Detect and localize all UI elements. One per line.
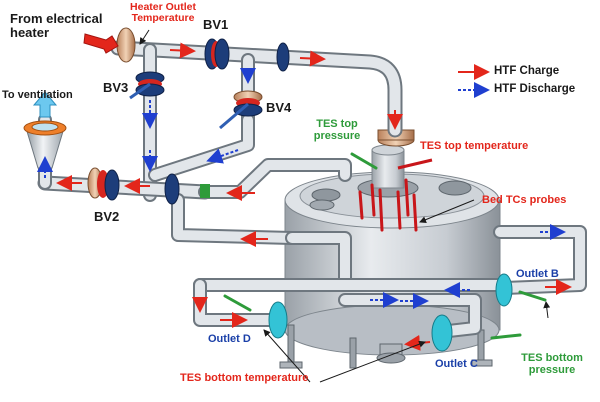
- discharge-arrows: [37, 68, 566, 309]
- bed-tc-probes: [358, 178, 418, 232]
- outlet-c-label: Outlet C: [435, 358, 478, 370]
- tes-top-pressure-label: TES top pressure: [313, 118, 361, 142]
- tes-top-temperature-label: TES top temperature: [420, 140, 529, 152]
- legend-charge-label: HTF Charge: [494, 65, 560, 77]
- bv3-valve: [129, 71, 165, 100]
- red-arrow-icon: [83, 33, 119, 54]
- bv2-label: BV2: [94, 209, 120, 224]
- outlet-d-flange: [268, 301, 288, 339]
- tes-top-temperature-probe: [397, 158, 433, 170]
- outlet-d-label: Outlet D: [208, 333, 251, 345]
- bv1-label: BV1: [203, 17, 229, 32]
- bv4-label: BV4: [266, 100, 292, 115]
- ventilation-funnel: [23, 120, 67, 169]
- bv3-label: BV3: [103, 80, 129, 95]
- pressure-sensors: [223, 152, 547, 340]
- charge-arrows: [56, 42, 572, 351]
- tes-bottom-temperature-label: TES bottom temperature: [180, 372, 309, 384]
- to-ventilation-label: To ventilation: [2, 89, 73, 101]
- bv2-valve: [87, 167, 210, 205]
- bv1-valve: [204, 38, 290, 72]
- callout-lines: [139, 29, 551, 383]
- bed-tcs-probes-label: Bed TCs probes: [482, 194, 567, 206]
- legend-discharge-label: HTF Discharge: [494, 83, 576, 95]
- outlet-b-label: Outlet B: [516, 268, 559, 280]
- outlet-c-flange: [431, 314, 453, 352]
- cyan-up-arrow-icon: [32, 91, 58, 118]
- outlet-b-flange: [495, 273, 513, 307]
- from-electrical-heater-label: From electrical heater: [10, 11, 103, 40]
- heater-outlet-temperature-label: Heater Outlet Temperature: [130, 1, 196, 24]
- tes-bottom-pressure-label: TES bottom pressure: [521, 352, 583, 376]
- bv4-valve: [219, 90, 263, 130]
